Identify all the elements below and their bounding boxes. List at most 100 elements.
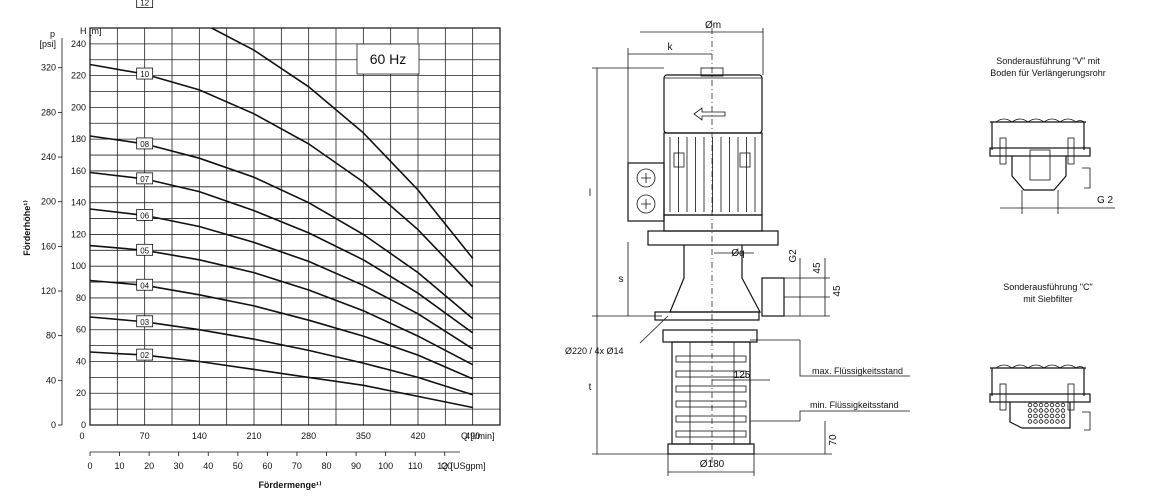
stage-ring xyxy=(675,385,747,393)
x-tick-usgpm: 20 xyxy=(144,461,154,471)
variant-c-strainer-mesh xyxy=(1027,402,1066,424)
x-tick-usgpm: 70 xyxy=(292,461,302,471)
mesh-hole xyxy=(1038,408,1044,413)
pump-housing xyxy=(669,245,761,313)
dim-180: Ø180 xyxy=(700,459,725,470)
y-tick-m: 140 xyxy=(71,198,86,208)
mesh-hole xyxy=(1027,402,1033,408)
curve-label: 10 xyxy=(140,70,149,79)
pump-curve-06 xyxy=(90,208,474,350)
curve-label: 08 xyxy=(140,140,149,149)
tank-plate xyxy=(662,329,758,343)
gland-cross-icon xyxy=(641,173,651,209)
x-tick-usgpm: 40 xyxy=(203,461,213,471)
motor-lug-left xyxy=(673,152,685,168)
stage-ring xyxy=(675,430,747,438)
flange-label: Ø220 / 4x Ø14 xyxy=(565,346,624,356)
y-axis-title: Förderhöhe¹⁾ xyxy=(22,200,32,256)
dim-k: k xyxy=(668,42,674,53)
curve-label-box xyxy=(136,67,154,80)
curve-label: 06 xyxy=(140,211,149,220)
x-tick-usgpm: 110 xyxy=(408,461,422,471)
pump-curve-07 xyxy=(90,171,474,334)
mesh-hole xyxy=(1055,402,1060,408)
curve-label-box xyxy=(136,137,154,150)
y-tick-psi: 80 xyxy=(46,331,56,341)
y-unit-psi-p: p xyxy=(50,29,55,39)
y-tick-m: 40 xyxy=(76,356,86,366)
y-tick-m: 100 xyxy=(71,261,86,271)
y-tick-psi: 320 xyxy=(41,63,56,73)
leader-flange xyxy=(639,315,669,344)
pump-curve-05 xyxy=(90,244,474,366)
curve-label: 12 xyxy=(140,0,149,8)
dim-m: Øm xyxy=(705,20,721,31)
mesh-hole xyxy=(1055,413,1060,419)
min-level-label: min. Flüssigkeitsstand xyxy=(810,400,899,410)
variant-v-bolt xyxy=(1067,137,1075,165)
stage-rings xyxy=(675,342,747,444)
x-tick-lmin: 140 xyxy=(192,431,207,441)
mesh-hole xyxy=(1049,419,1055,424)
discharge-outlet xyxy=(761,277,785,317)
mesh-hole xyxy=(1044,413,1049,419)
stage-ring xyxy=(675,370,747,378)
pump-curve-04 xyxy=(90,279,474,380)
y-tick-psi: 40 xyxy=(46,375,56,385)
dim-l: l xyxy=(589,188,591,199)
y-tick-m: 220 xyxy=(71,71,86,81)
y-tick-m: 120 xyxy=(71,229,86,239)
x-tick-lmin: 350 xyxy=(356,431,371,441)
y-tick-m: 60 xyxy=(76,325,86,335)
pump-curve-12 xyxy=(209,28,474,259)
y-tick-psi: 120 xyxy=(41,286,56,296)
mesh-hole xyxy=(1033,408,1038,413)
x-tick-lmin: 490 xyxy=(465,431,480,441)
variant-c-strainer-body xyxy=(1009,402,1071,429)
mesh-hole xyxy=(1044,419,1049,424)
x-tick-lmin: 210 xyxy=(246,431,261,441)
curve-label: 07 xyxy=(140,175,149,184)
variant-v-thread: G 2 xyxy=(1097,195,1114,206)
pump-curve-08 xyxy=(90,135,474,320)
variant-v-panel: Sonderausführung "V" mit Boden für Verlä… xyxy=(989,56,1115,214)
variant-v-title-2: Boden für Verlängerungsrohr xyxy=(990,68,1106,78)
dim-45-top: 45 xyxy=(812,262,823,274)
dim-70: 70 xyxy=(828,434,839,446)
pump-curve-10 xyxy=(90,63,474,288)
mesh-hole xyxy=(1038,413,1044,419)
curve-label: 04 xyxy=(140,281,149,290)
mesh-hole xyxy=(1049,402,1055,408)
x-unit-lmin: Q [l/min] xyxy=(461,431,495,441)
mesh-hole xyxy=(1055,419,1060,424)
variant-c-break-line xyxy=(995,364,1085,369)
curve-label: 02 xyxy=(140,351,149,360)
mesh-hole xyxy=(1044,408,1049,413)
mesh-hole xyxy=(1049,413,1055,419)
mesh-hole xyxy=(1027,408,1033,413)
mesh-hole xyxy=(1033,402,1038,408)
dim-125: 125 xyxy=(734,370,751,381)
x-tick-usgpm: 30 xyxy=(174,461,184,471)
y-tick-m: 80 xyxy=(76,293,86,303)
mesh-hole xyxy=(1027,413,1033,419)
curve-label-box xyxy=(136,348,154,361)
curve-label-box xyxy=(136,0,154,8)
x-axis-title: Fördermenge¹⁾ xyxy=(258,480,322,490)
suction-foot xyxy=(667,443,755,455)
y-tick-m: 180 xyxy=(71,134,86,144)
frequency-box xyxy=(356,43,420,75)
mesh-hole xyxy=(1027,419,1033,424)
stage-ring xyxy=(675,400,747,408)
dim-t: t xyxy=(589,382,592,393)
x-tick-lmin: 420 xyxy=(410,431,425,441)
variant-v-pipe-socket xyxy=(1029,149,1051,181)
variant-v-housing xyxy=(990,121,1086,150)
terminal-box xyxy=(627,162,665,222)
